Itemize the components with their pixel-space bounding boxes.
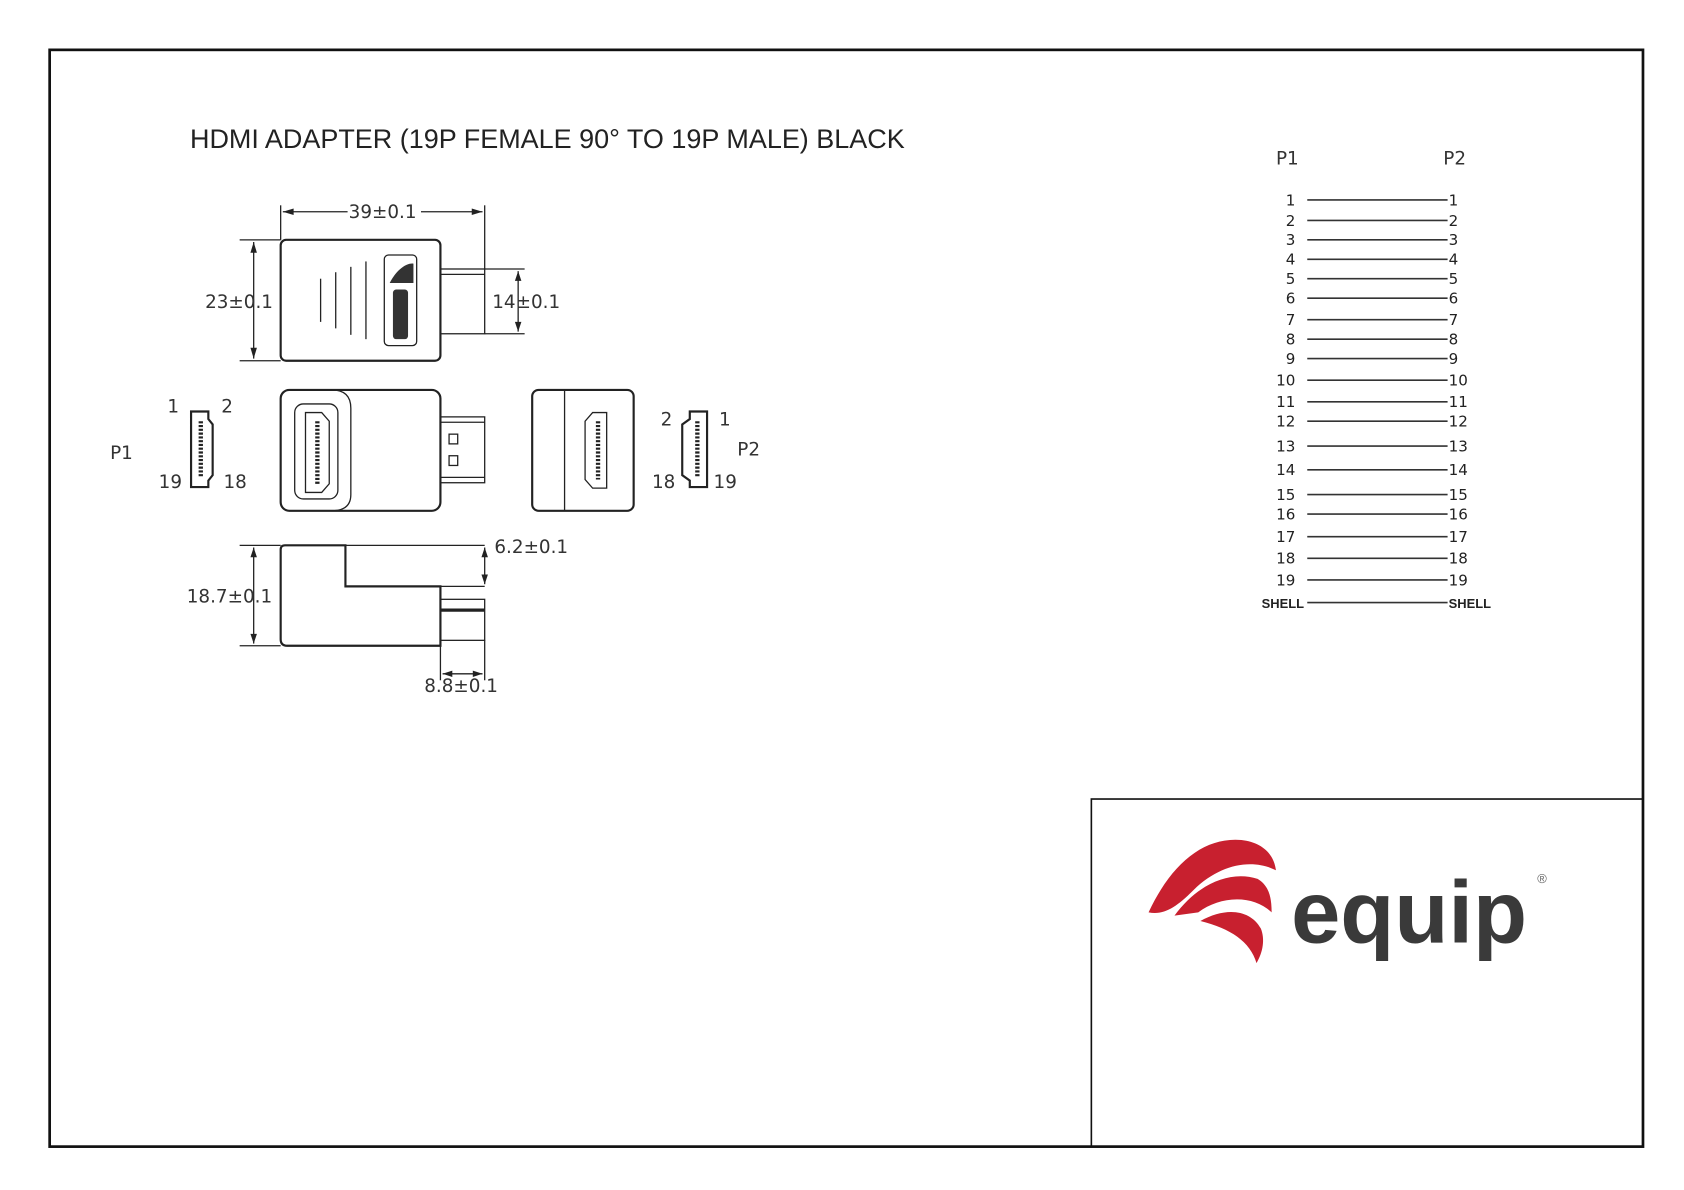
hdmi-port-icon — [584, 411, 608, 489]
pin-label-p2: 5 — [1449, 270, 1459, 288]
pinout-row: SHELL SHELL — [1262, 596, 1492, 611]
pinout-row: 13 13 — [1276, 437, 1468, 455]
pin-label-p2: 12 — [1449, 413, 1468, 431]
pin-label-p1: 18 — [1276, 550, 1295, 568]
pin-label-p1: 15 — [1276, 486, 1295, 504]
pinout-row: 10 10 — [1276, 372, 1468, 390]
p2-label: P2 — [737, 440, 760, 461]
pin-label-p1: 14 — [1276, 461, 1295, 479]
pin-label-p1: 8 — [1286, 331, 1296, 349]
pin-label-p1: 1 — [1286, 191, 1296, 209]
sheet-border — [48, 48, 1645, 1148]
pinout-row: 12 12 — [1276, 413, 1468, 431]
pin-label-p1: 9 — [1286, 350, 1296, 368]
svg-text:18: 18 — [652, 472, 675, 493]
pinout-header-p2: P2 — [1443, 148, 1466, 169]
pinout-header-p1: P1 — [1276, 148, 1299, 169]
bottom-view: 6.2±0.1 18.7±0.1 8.8±0.1 — [187, 537, 568, 697]
pin-label-p2: 15 — [1449, 486, 1468, 504]
p2-connector-diagram: 2 1 18 19 P2 — [652, 410, 760, 494]
svg-text:18: 18 — [223, 472, 246, 493]
side-view — [531, 388, 635, 512]
hdmi-port-icon — [681, 410, 709, 489]
equip-swoosh-icon — [1148, 839, 1276, 914]
pin-label-p1: 6 — [1286, 290, 1296, 308]
pin-label-p2: 9 — [1449, 350, 1459, 368]
pin-label-p1: 10 — [1276, 372, 1295, 390]
dim-height: 23±0.1 — [205, 292, 273, 313]
pinout-row: 14 14 — [1276, 461, 1468, 479]
top-view: 39±0.1 23±0.1 14±0.1 — [205, 202, 560, 362]
pinout-row: 11 11 — [1276, 393, 1468, 411]
pin-label-p1: SHELL — [1262, 596, 1305, 611]
pin-label-p1: 7 — [1286, 311, 1296, 329]
pin-label-p2: 2 — [1449, 212, 1459, 230]
svg-text:2: 2 — [661, 410, 673, 431]
svg-text:19: 19 — [714, 472, 737, 493]
pin-label-p2: 19 — [1449, 571, 1468, 589]
pin-label-p2: 6 — [1449, 290, 1459, 308]
dim-plug-thickness: 8.8±0.1 — [424, 676, 498, 697]
pin-label-p1: 3 — [1286, 231, 1296, 249]
pin-label-p2: 17 — [1449, 528, 1468, 546]
front-view — [279, 388, 486, 512]
brand-swoosh-icon — [389, 263, 414, 284]
pin-label-p2: 3 — [1449, 231, 1459, 249]
svg-text:19: 19 — [159, 472, 182, 493]
pin-label-p2: SHELL — [1449, 596, 1492, 611]
pin-label-p1: 2 — [1286, 212, 1296, 230]
p1-label: P1 — [110, 443, 133, 464]
pin-label-p2: 14 — [1449, 461, 1468, 479]
pin-label-p2: 7 — [1449, 311, 1459, 329]
pin-label-p2: 1 — [1449, 191, 1459, 209]
pin-label-p2: 8 — [1449, 331, 1459, 349]
logo-box — [1090, 798, 1644, 1148]
pin-label-p2: 13 — [1449, 437, 1468, 455]
pin-label-p1: 19 — [1276, 571, 1295, 589]
pin-label-p2: 10 — [1449, 372, 1468, 390]
pin-label-p1: 5 — [1286, 270, 1296, 288]
pin-label-p1: 12 — [1276, 413, 1295, 431]
pin-label-p2: 16 — [1449, 505, 1468, 523]
dim-plug-offset: 6.2±0.1 — [494, 537, 568, 558]
dim-plug-width: 14±0.1 — [492, 292, 560, 313]
p1-connector-diagram: P1 1 2 19 18 — [110, 397, 247, 494]
svg-text:2: 2 — [221, 397, 233, 418]
pin-label-p1: 17 — [1276, 528, 1295, 546]
pin-label-p2: 4 — [1449, 251, 1459, 269]
svg-text:1: 1 — [719, 410, 731, 431]
pin-label-p2: 11 — [1449, 393, 1468, 411]
pin-label-p1: 16 — [1276, 505, 1295, 523]
pin-label-p1: 11 — [1276, 393, 1295, 411]
pin-label-p1: 4 — [1286, 251, 1296, 269]
registered-mark: ® — [1537, 871, 1547, 886]
pin-label-p1: 13 — [1276, 437, 1295, 455]
equip-logo: equip ® — [1148, 839, 1547, 964]
svg-text:1: 1 — [167, 397, 179, 418]
dim-length: 39±0.1 — [349, 202, 417, 223]
brand-name: equip — [1291, 863, 1527, 962]
pin-label-p2: 18 — [1449, 550, 1468, 568]
drawing-title: HDMI ADAPTER (19P FEMALE 90° TO 19P MALE… — [190, 124, 905, 154]
dim-depth: 18.7±0.1 — [187, 587, 272, 608]
hdmi-port-icon — [304, 411, 330, 494]
